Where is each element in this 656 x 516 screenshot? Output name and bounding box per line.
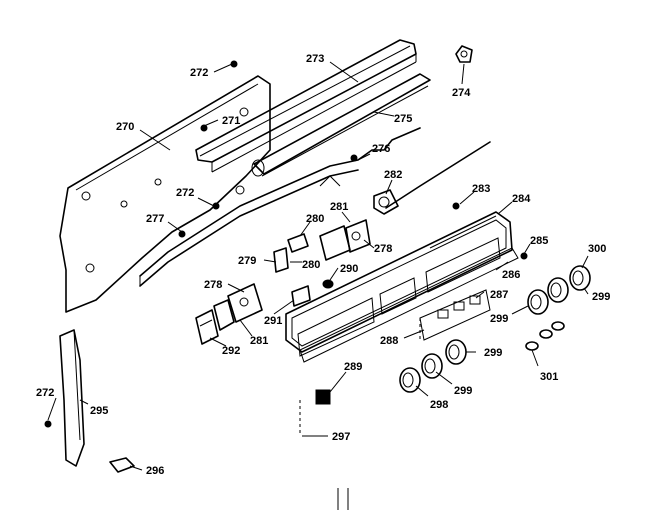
- label-272: 272: [190, 67, 208, 79]
- label-300: 300: [588, 243, 606, 255]
- upper-switch-block: [273, 219, 371, 273]
- label-289: 289: [344, 361, 362, 373]
- screws: [299, 389, 349, 510]
- label-290: 290: [340, 263, 358, 275]
- label-279: 279: [238, 255, 256, 267]
- label-280: 280: [302, 259, 320, 271]
- lower-switch-block: [195, 283, 263, 345]
- side-trim: [59, 329, 85, 467]
- label-281: 281: [330, 201, 348, 213]
- label-274: 274: [452, 87, 471, 99]
- label-298: 298: [430, 399, 448, 411]
- part-labels: 272 273 274 270 271 275 276 272 277 282 …: [36, 53, 610, 477]
- back-panel: [59, 75, 271, 313]
- knob-spacers: [525, 321, 565, 351]
- label-299: 299: [454, 385, 472, 397]
- label-291: 291: [264, 315, 282, 327]
- label-280: 280: [306, 213, 324, 225]
- upper-trim-rail: [195, 39, 417, 173]
- label-292: 292: [222, 345, 240, 357]
- label-299: 299: [490, 313, 508, 325]
- label-278: 278: [204, 279, 222, 291]
- label-299: 299: [484, 347, 502, 359]
- label-297: 297: [332, 431, 350, 443]
- label-277: 277: [146, 213, 164, 225]
- label-276: 276: [372, 143, 390, 155]
- leader-lines: [47, 61, 589, 471]
- control-console: [285, 211, 519, 363]
- label-281: 281: [250, 335, 268, 347]
- small-fittings: [44, 60, 528, 428]
- label-288: 288: [380, 335, 398, 347]
- label-283: 283: [472, 183, 490, 195]
- label-282: 282: [384, 169, 402, 181]
- label-301: 301: [540, 371, 558, 383]
- clip: [455, 45, 473, 63]
- tube-trim: [251, 73, 431, 177]
- label-299: 299: [592, 291, 610, 303]
- label-295: 295: [90, 405, 108, 417]
- label-286: 286: [502, 269, 520, 281]
- label-284: 284: [512, 193, 531, 205]
- trim-clip: [109, 457, 135, 473]
- label-275: 275: [394, 113, 412, 125]
- label-296: 296: [146, 465, 164, 477]
- label-272: 272: [36, 387, 54, 399]
- label-270: 270: [116, 121, 134, 133]
- label-285: 285: [530, 235, 548, 247]
- label-278: 278: [374, 243, 392, 255]
- label-272: 272: [176, 187, 194, 199]
- label-271: 271: [222, 115, 240, 127]
- label-273: 273: [306, 53, 324, 65]
- label-287: 287: [490, 289, 508, 301]
